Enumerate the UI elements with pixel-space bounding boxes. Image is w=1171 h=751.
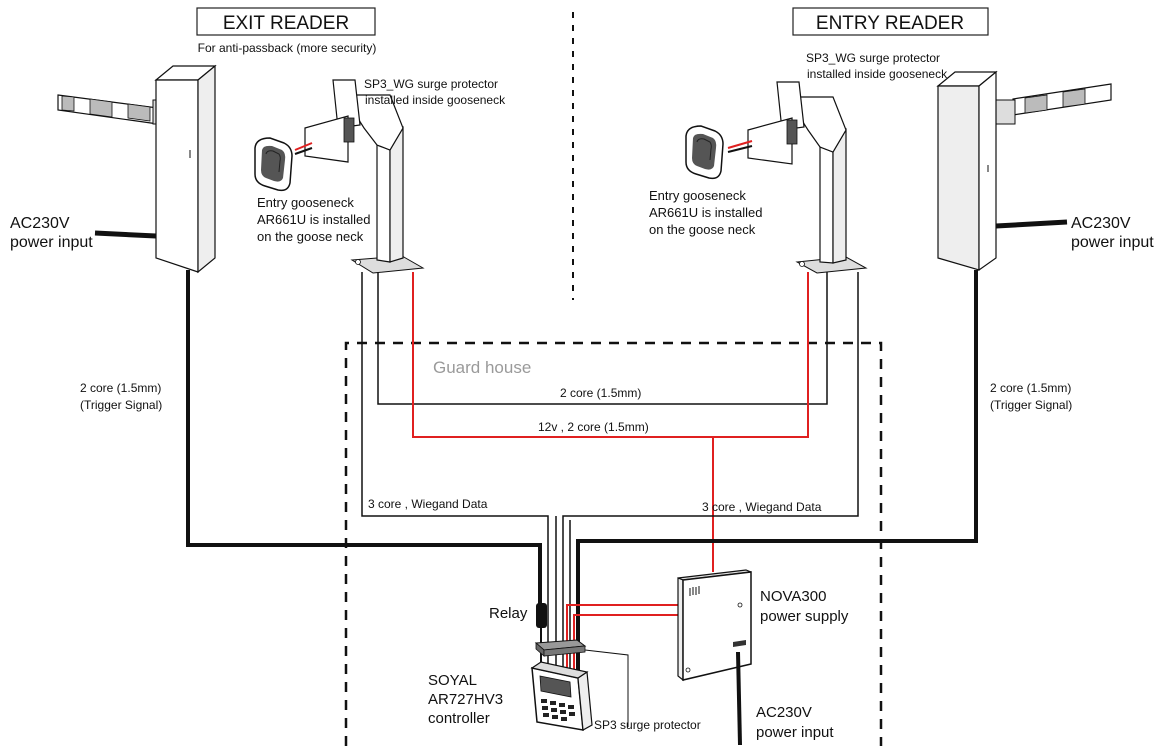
exit-reader-note-1: Entry gooseneck	[257, 195, 354, 210]
entry-power-cable	[995, 219, 1068, 229]
wire-wiegand-left	[361, 272, 549, 688]
exit-reader-title-box	[196, 7, 376, 36]
exit-trigger-label-2: (Trigger Signal)	[80, 398, 162, 412]
cable-2core-label: 2 core (1.5mm)	[560, 386, 641, 400]
entry-card-reader-icon	[685, 125, 724, 180]
wire-2core	[377, 272, 828, 405]
entry-power-label-2: power input	[1071, 234, 1154, 251]
trigger-cable-left	[186, 270, 542, 610]
controller-label-1: SOYAL	[428, 672, 477, 689]
psu-power-label-2: power input	[756, 724, 834, 741]
entry-surge-note-2: installed inside gooseneck	[807, 67, 948, 81]
entry-reader-note-2: AR661U is installed	[649, 205, 762, 220]
exit-reader-title: EXIT READER	[223, 13, 349, 34]
psu-power-cable	[736, 651, 742, 746]
wire-psu-to-controller-b	[573, 614, 678, 688]
wiegand-left-label: 3 core , Wiegand Data	[368, 497, 488, 511]
entry-reader-note-3: on the goose neck	[649, 222, 756, 237]
entry-gooseneck	[727, 81, 868, 274]
exit-trigger-label-1: 2 core (1.5mm)	[80, 381, 161, 395]
exit-gooseneck	[294, 79, 425, 274]
sp3-callout-line	[584, 649, 629, 727]
entry-surge-note-1: SP3_WG surge protector	[806, 51, 940, 65]
entry-trigger-label-2: (Trigger Signal)	[990, 398, 1072, 412]
power-supply-icon	[677, 569, 752, 682]
exit-reader-note-3: on the goose neck	[257, 229, 364, 244]
sp3-label: SP3 surge protector	[594, 718, 701, 732]
entry-barrier-gate	[936, 70, 1112, 272]
exit-reader-note-2: AR661U is installed	[257, 212, 370, 227]
entry-reader-title-box	[792, 7, 989, 36]
psu-power-label-1: AC230V	[756, 704, 812, 721]
sp3-surge-protector-icon	[534, 639, 587, 657]
exit-power-cable	[94, 230, 157, 239]
cable-12v-label: 12v , 2 core (1.5mm)	[538, 420, 649, 434]
entry-trigger-label-1: 2 core (1.5mm)	[990, 381, 1071, 395]
wire-wiegand-right	[562, 272, 859, 688]
entry-power-label-1: AC230V	[1071, 215, 1131, 232]
psu-label-2: power supply	[760, 608, 849, 625]
guard-house-label: Guard house	[433, 358, 531, 377]
controller-label-2: AR727HV3	[428, 691, 503, 708]
psu-label-1: NOVA300	[760, 588, 826, 605]
exit-card-reader-icon	[254, 137, 293, 192]
wire-12v-red	[412, 272, 809, 438]
exit-reader-subtitle: For anti-passback (more security)	[198, 41, 377, 55]
controller-device-icon	[530, 661, 593, 731]
exit-surge-note-1: SP3_WG surge protector	[364, 77, 498, 91]
entry-reader-note-1: Entry gooseneck	[649, 188, 746, 203]
trigger-cable-right	[576, 270, 978, 690]
exit-power-label-2: power input	[10, 234, 93, 251]
exit-power-label-1: AC230V	[10, 215, 70, 232]
exit-surge-note-2: installed inside gooseneck	[365, 93, 506, 107]
wiegand-right-label: 3 core , Wiegand Data	[702, 500, 822, 514]
entry-reader-title: ENTRY READER	[816, 13, 964, 34]
wire-psu-to-controller	[566, 604, 678, 688]
controller-label-3: controller	[428, 710, 490, 727]
relay-label: Relay	[489, 605, 528, 622]
exit-barrier-gate	[57, 64, 217, 274]
